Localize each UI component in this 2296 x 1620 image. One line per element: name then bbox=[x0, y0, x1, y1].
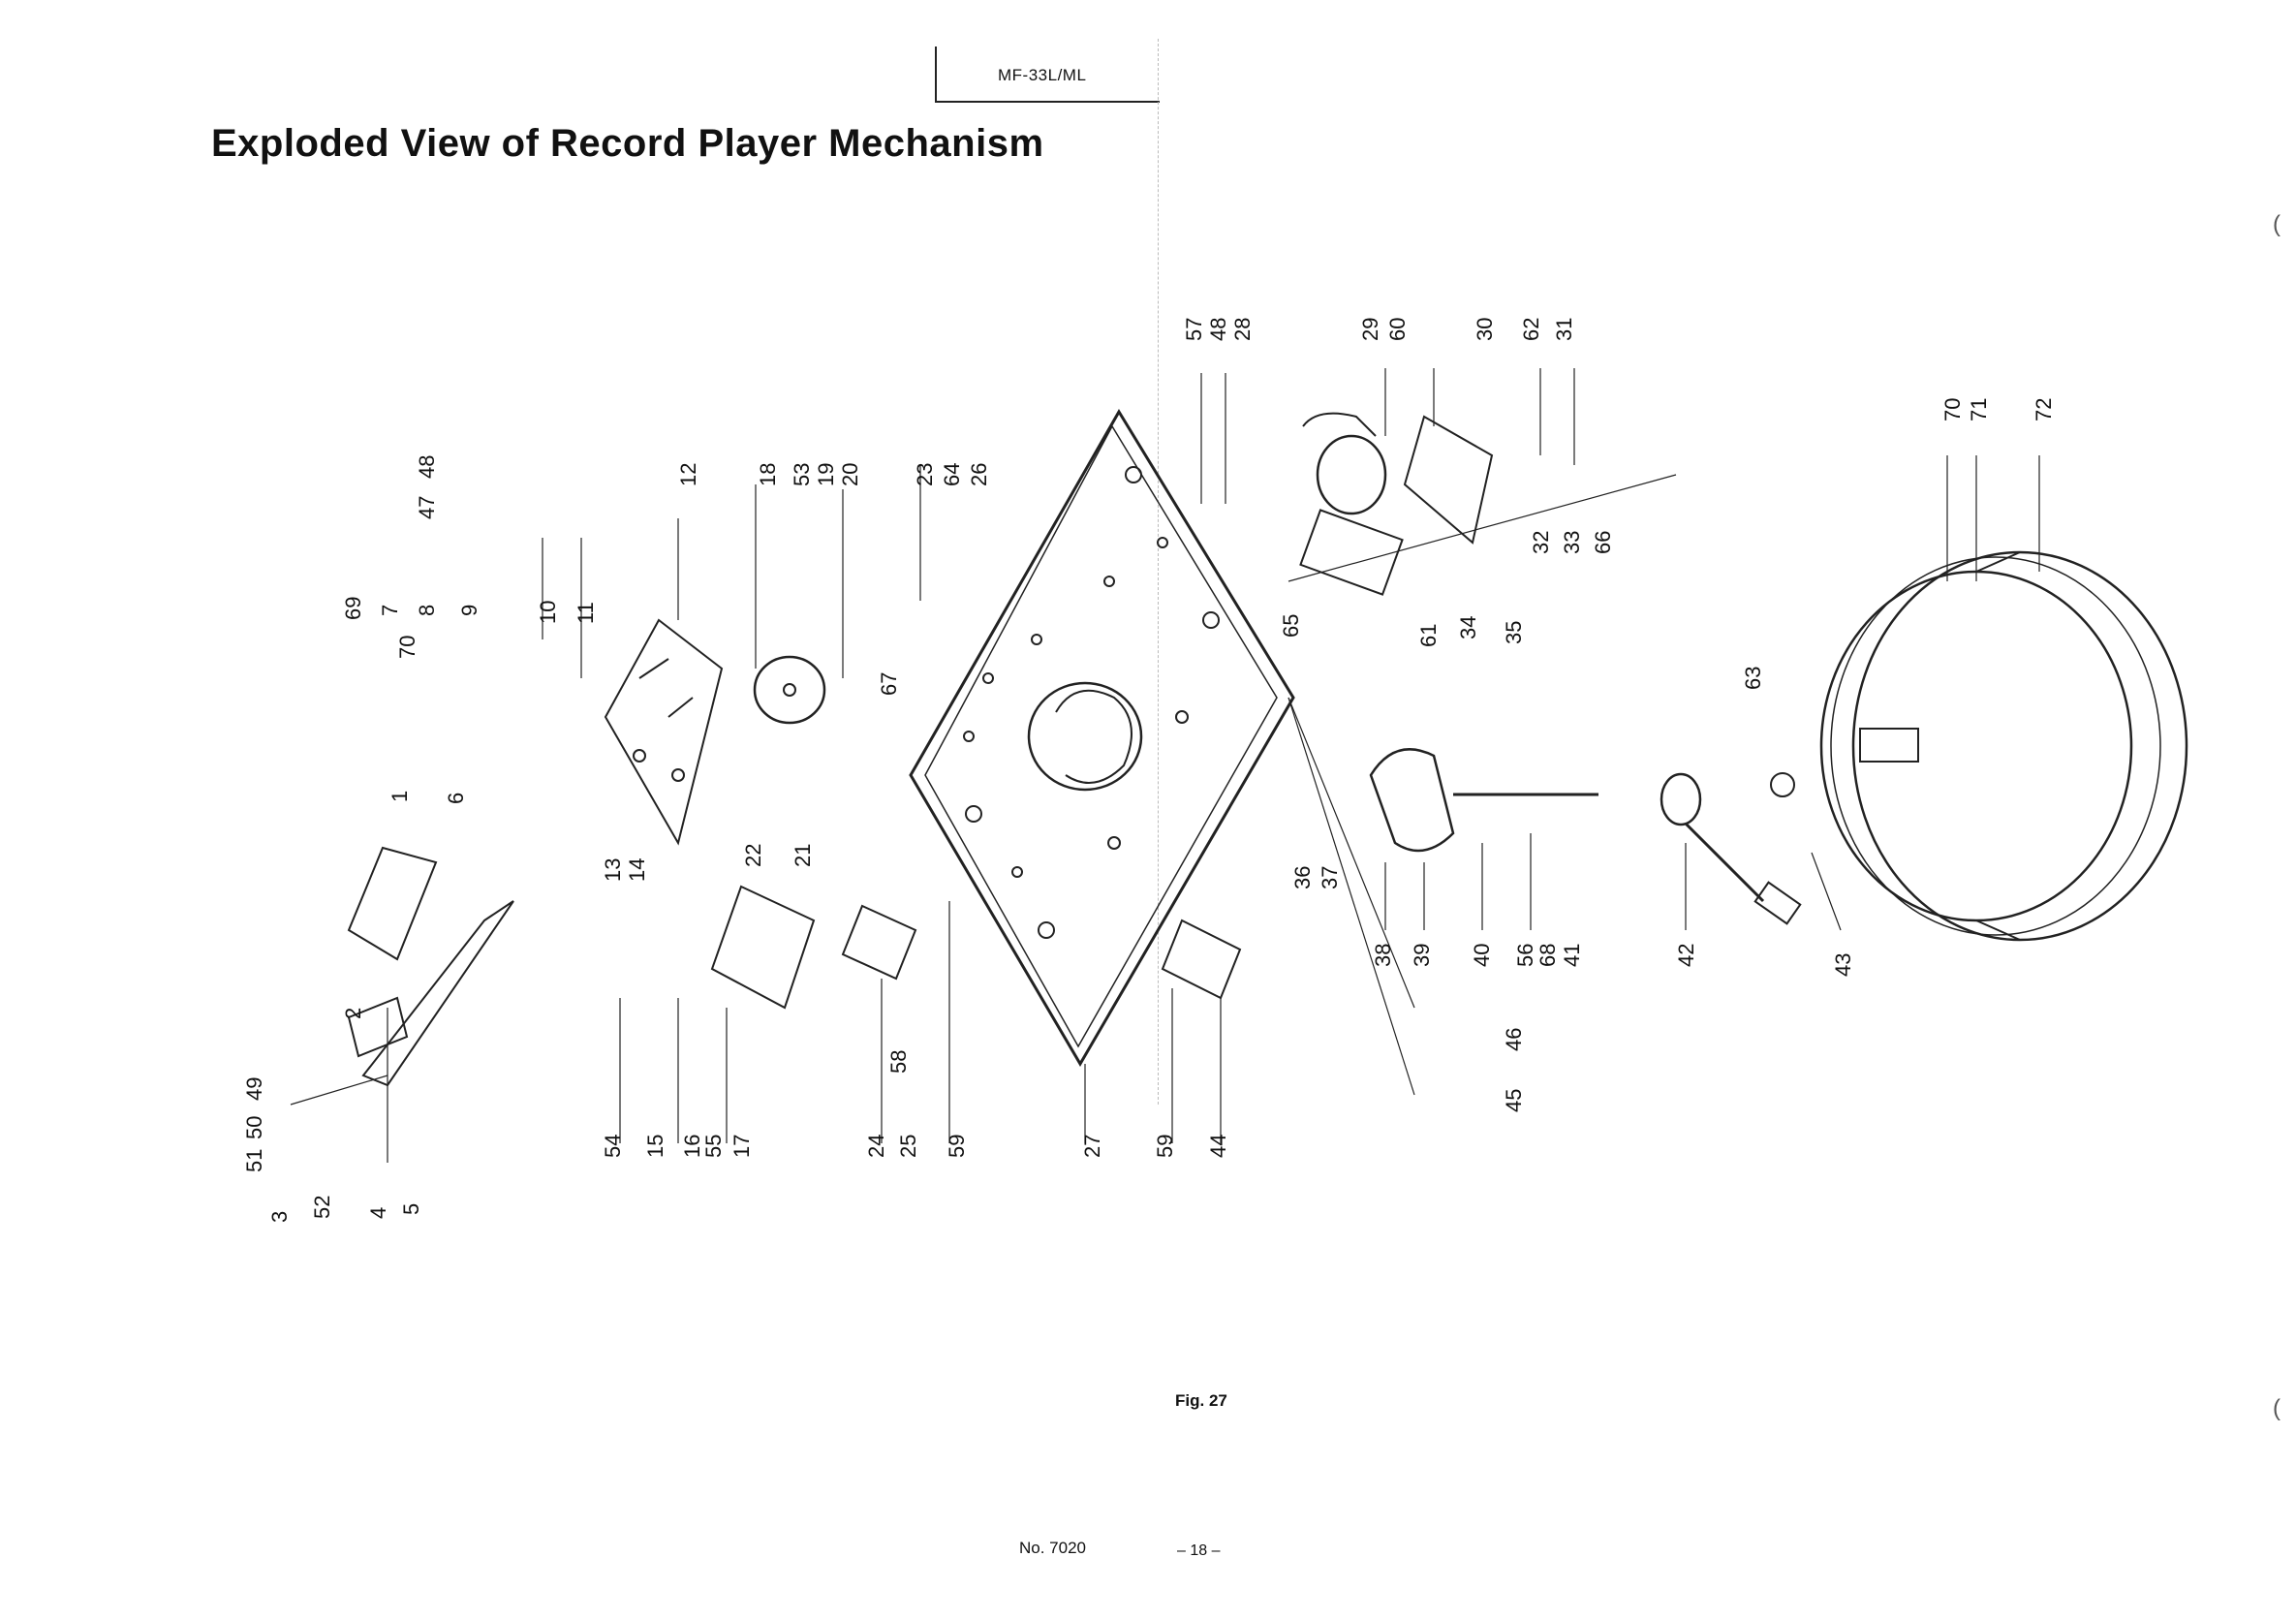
label-36: 36 bbox=[1290, 866, 1315, 889]
label-52: 52 bbox=[310, 1196, 334, 1219]
label-33: 33 bbox=[1560, 531, 1584, 554]
label-54: 54 bbox=[601, 1135, 625, 1158]
label-44: 44 bbox=[1206, 1135, 1230, 1158]
label-51: 51 bbox=[242, 1149, 266, 1172]
label-60: 60 bbox=[1385, 318, 1410, 341]
label-62: 62 bbox=[1519, 318, 1543, 341]
label-47: 47 bbox=[415, 496, 439, 519]
label-48: 48 bbox=[1206, 318, 1230, 341]
label-2: 2 bbox=[341, 1008, 365, 1019]
figure-caption: Fig. 27 bbox=[1175, 1391, 1227, 1411]
tonearm-head bbox=[1661, 773, 1800, 923]
document-number: No. 7020 bbox=[1019, 1539, 1086, 1558]
label-30: 30 bbox=[1473, 318, 1497, 341]
label-11: 11 bbox=[574, 602, 598, 624]
label-24: 24 bbox=[864, 1135, 888, 1158]
turntable-platter bbox=[1821, 552, 2187, 940]
label-12: 12 bbox=[676, 463, 700, 486]
label-19: 19 bbox=[814, 463, 838, 486]
label-43: 43 bbox=[1831, 953, 1855, 977]
mechanism-plate-12 bbox=[605, 620, 722, 843]
label-46: 46 bbox=[1502, 1028, 1526, 1051]
label-3: 3 bbox=[267, 1211, 292, 1223]
label-34: 34 bbox=[1456, 616, 1480, 639]
label-40: 40 bbox=[1470, 944, 1494, 967]
label-64: 64 bbox=[940, 463, 964, 486]
label-42: 42 bbox=[1674, 944, 1698, 967]
label-63: 63 bbox=[1741, 667, 1765, 690]
label-5: 5 bbox=[399, 1203, 423, 1215]
label-55: 55 bbox=[701, 1135, 726, 1158]
label-25: 25 bbox=[896, 1135, 920, 1158]
label-22: 22 bbox=[741, 844, 765, 867]
label-57: 57 bbox=[1182, 318, 1206, 341]
tonearm-base bbox=[1371, 749, 1598, 851]
label-61: 61 bbox=[1416, 624, 1441, 647]
label-69: 69 bbox=[341, 597, 365, 620]
label-10: 10 bbox=[536, 601, 560, 624]
label-59: 59 bbox=[1153, 1135, 1177, 1158]
label-70: 70 bbox=[1940, 398, 1965, 421]
motor-assembly bbox=[1300, 414, 1492, 595]
part-labels: 69 7 70 8 9 10 11 47 48 12 18 53 19 20 2… bbox=[242, 318, 2056, 1223]
label-71: 71 bbox=[1967, 398, 1991, 421]
label-38: 38 bbox=[1371, 944, 1395, 967]
label-65: 65 bbox=[1279, 614, 1303, 638]
label-17: 17 bbox=[729, 1135, 754, 1158]
slide-lever bbox=[349, 848, 513, 1085]
binding-mark: ( bbox=[2273, 1395, 2280, 1422]
label-59: 59 bbox=[945, 1135, 969, 1158]
page-number: – 18 – bbox=[1177, 1542, 1220, 1560]
label-41: 41 bbox=[1560, 944, 1584, 967]
label-1: 1 bbox=[388, 791, 412, 802]
label-39: 39 bbox=[1410, 944, 1434, 967]
label-72: 72 bbox=[2032, 398, 2056, 421]
label-13: 13 bbox=[601, 858, 625, 882]
label-70: 70 bbox=[395, 636, 419, 659]
label-28: 28 bbox=[1230, 318, 1255, 341]
label-50: 50 bbox=[242, 1116, 266, 1139]
gear-18 bbox=[755, 657, 824, 723]
label-9: 9 bbox=[457, 605, 481, 616]
label-58: 58 bbox=[886, 1050, 911, 1074]
label-35: 35 bbox=[1502, 621, 1526, 644]
label-49: 49 bbox=[242, 1077, 266, 1101]
label-56: 56 bbox=[1513, 944, 1537, 967]
label-4: 4 bbox=[366, 1207, 390, 1219]
label-27: 27 bbox=[1080, 1135, 1104, 1158]
label-32: 32 bbox=[1529, 531, 1553, 554]
label-7: 7 bbox=[378, 605, 402, 616]
label-48: 48 bbox=[415, 455, 439, 479]
label-8: 8 bbox=[415, 605, 439, 616]
label-14: 14 bbox=[625, 858, 649, 882]
label-31: 31 bbox=[1552, 318, 1576, 341]
label-18: 18 bbox=[756, 463, 780, 486]
label-6: 6 bbox=[444, 793, 468, 804]
binding-mark: ( bbox=[2273, 211, 2280, 238]
label-67: 67 bbox=[877, 672, 901, 696]
chassis-plate bbox=[911, 412, 1293, 1064]
label-66: 66 bbox=[1591, 531, 1615, 554]
label-68: 68 bbox=[1536, 944, 1560, 967]
label-37: 37 bbox=[1318, 866, 1342, 889]
label-53: 53 bbox=[790, 463, 814, 486]
label-23: 23 bbox=[913, 463, 937, 486]
label-15: 15 bbox=[643, 1135, 667, 1158]
label-45: 45 bbox=[1502, 1089, 1526, 1112]
small-plates bbox=[712, 887, 1240, 1008]
label-20: 20 bbox=[838, 463, 862, 486]
label-29: 29 bbox=[1358, 318, 1382, 341]
label-26: 26 bbox=[967, 463, 991, 486]
label-21: 21 bbox=[791, 844, 815, 867]
